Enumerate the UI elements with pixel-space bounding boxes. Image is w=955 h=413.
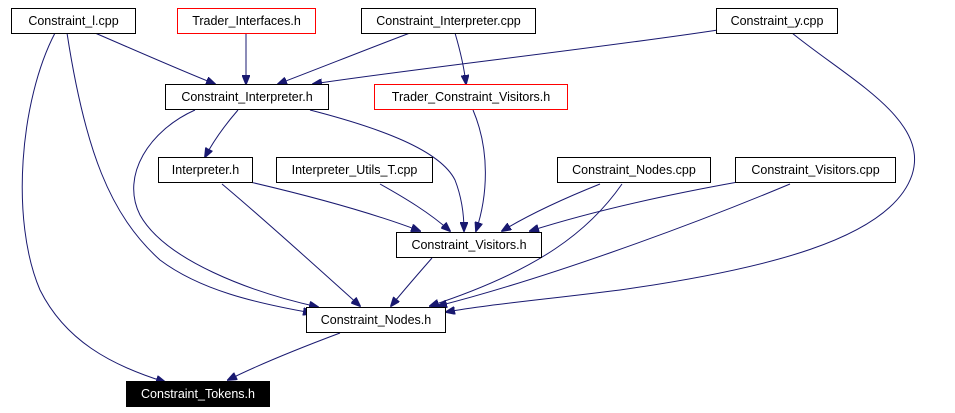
node-label: Interpreter.h <box>172 163 239 177</box>
node-label: Interpreter_Utils_T.cpp <box>292 163 418 177</box>
edge-constraint-l-cpp-to-constraint-nodes-h <box>66 32 312 313</box>
node-constraint-y-cpp[interactable]: Constraint_y.cpp <box>716 8 838 34</box>
node-label: Constraint_Tokens.h <box>141 387 255 401</box>
edge-constraint-y-cpp-to-constraint-nodes-h <box>446 32 915 312</box>
node-trader-constraint-visitors-h[interactable]: Trader_Constraint_Visitors.h <box>374 84 568 110</box>
nodes-layer: Constraint_l.cpp Trader_Interfaces.h Con… <box>11 8 896 407</box>
edge-constraint-interpreter-cpp-to-trader-constraint-visitors-h <box>454 32 466 84</box>
node-trader-interfaces-h[interactable]: Trader_Interfaces.h <box>177 8 316 34</box>
edge-constraint-y-cpp-to-constraint-interpreter-h <box>313 29 719 84</box>
edge-constraint-nodes-cpp-to-constraint-visitors-h <box>502 183 601 231</box>
node-constraint-nodes-h[interactable]: Constraint_Nodes.h <box>306 307 446 333</box>
edge-interpreter-h-to-constraint-visitors-h <box>249 181 420 231</box>
edge-constraint-interpreter-h-to-interpreter-h <box>205 109 239 157</box>
node-label: Constraint_Nodes.cpp <box>572 163 696 177</box>
edge-constraint-interpreter-cpp-to-constraint-interpreter-h <box>278 32 411 84</box>
node-constraint-l-cpp[interactable]: Constraint_l.cpp <box>11 8 136 34</box>
edge-interpreter-utils-t-cpp-to-constraint-visitors-h <box>379 183 450 231</box>
edge-trader-constraint-visitors-h-to-constraint-visitors-h <box>472 109 486 231</box>
node-constraint-visitors-h[interactable]: Constraint_Visitors.h <box>396 232 542 258</box>
edge-constraint-nodes-h-to-constraint-tokens-h <box>228 332 341 380</box>
edge-constraint-nodes-cpp-to-constraint-nodes-h <box>430 183 623 306</box>
node-label: Constraint_Interpreter.cpp <box>376 14 521 28</box>
node-label: Constraint_Interpreter.h <box>181 90 312 104</box>
node-constraint-nodes-cpp[interactable]: Constraint_Nodes.cpp <box>557 157 711 183</box>
node-interpreter-h[interactable]: Interpreter.h <box>158 157 253 183</box>
node-label: Constraint_Visitors.cpp <box>751 163 879 177</box>
edges-layer <box>21 29 915 382</box>
node-constraint-interpreter-h[interactable]: Constraint_Interpreter.h <box>165 84 329 110</box>
node-label: Constraint_l.cpp <box>28 14 118 28</box>
node-label: Constraint_Nodes.h <box>321 313 432 327</box>
edge-constraint-l-cpp-to-constraint-interpreter-h <box>94 32 215 84</box>
edge-interpreter-h-to-constraint-nodes-h <box>221 183 360 306</box>
node-label: Constraint_Visitors.h <box>411 238 526 252</box>
edge-constraint-visitors-cpp-to-constraint-nodes-h <box>438 183 791 306</box>
edge-constraint-visitors-h-to-constraint-nodes-h <box>391 257 433 306</box>
edge-constraint-l-cpp-to-constraint-tokens-h <box>21 32 165 382</box>
node-label: Constraint_y.cpp <box>731 14 824 28</box>
edge-constraint-visitors-cpp-to-constraint-visitors-h <box>530 181 739 231</box>
node-interpreter-utils-t-cpp[interactable]: Interpreter_Utils_T.cpp <box>276 157 433 183</box>
node-constraint-visitors-cpp[interactable]: Constraint_Visitors.cpp <box>735 157 896 183</box>
node-label: Trader_Interfaces.h <box>192 14 301 28</box>
node-constraint-interpreter-cpp[interactable]: Constraint_Interpreter.cpp <box>361 8 536 34</box>
edge-constraint-interpreter-h-to-constraint-visitors-h <box>309 109 464 231</box>
edge-constraint-interpreter-h-to-constraint-nodes-h <box>133 109 318 307</box>
node-constraint-tokens-h[interactable]: Constraint_Tokens.h <box>126 381 270 407</box>
node-label: Trader_Constraint_Visitors.h <box>392 90 550 104</box>
